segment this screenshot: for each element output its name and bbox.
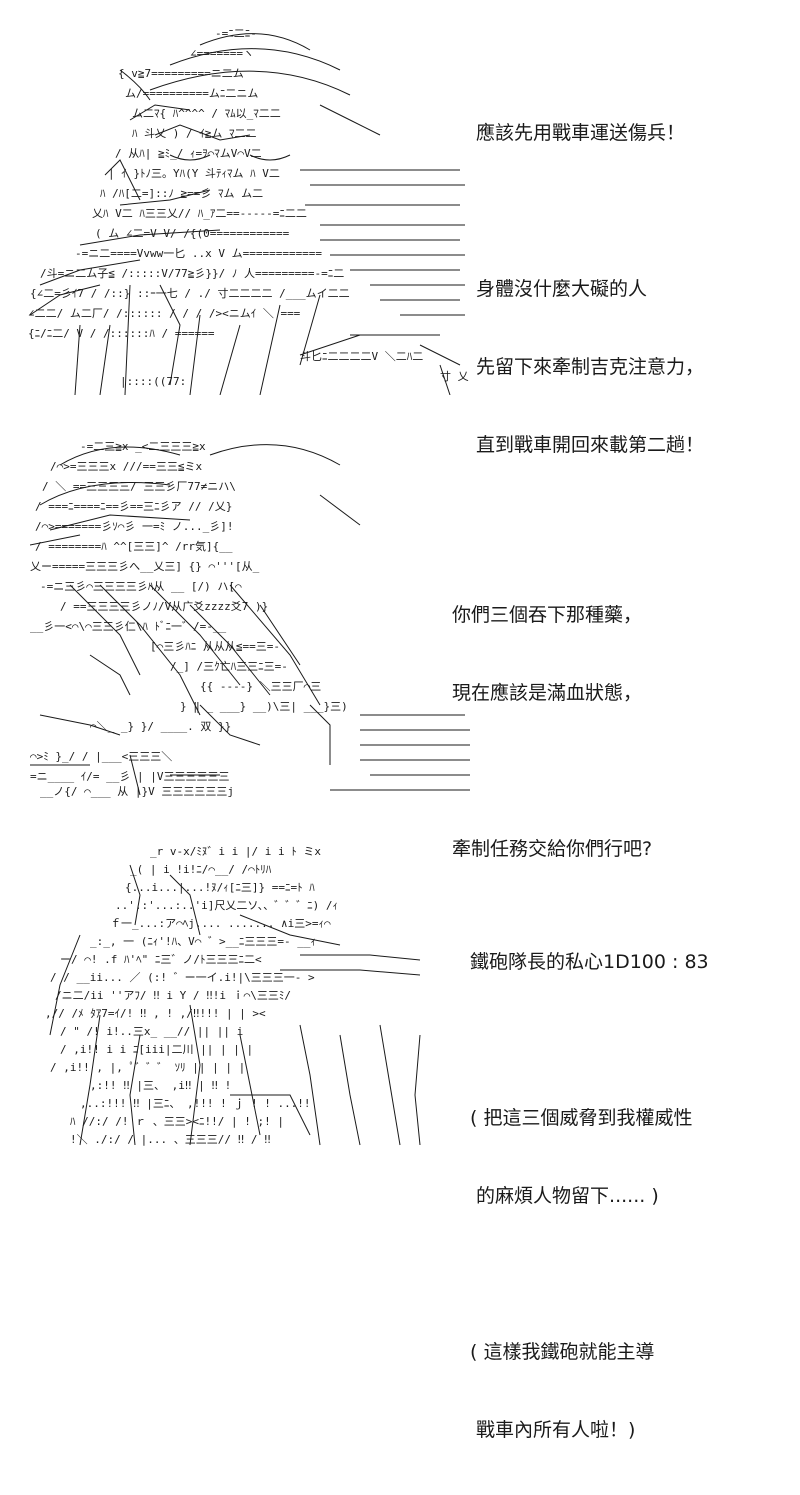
svg-text:-=ニ三彡⌒三三三三彡ﾊ从 __ [/) ハ[⌒: -=ニ三彡⌒三三三三彡ﾊ从 __ [/) ハ[⌒ (40, 580, 242, 593)
svg-text:,:!! ‼ |三、 ,i‼ | ‼ !: ,:!! ‼ |三、 ,i‼ | ‼ ! (90, 1079, 231, 1092)
caption-line: 應該先用戰車運送傷兵！ (476, 122, 686, 144)
svg-text:{∠二=彡ｲ7 / /::} ::ｰ一七 / ./ 寸二二: {∠二=彡ｲ7 / /::} ::ｰ一七 / ./ 寸二二二二 /___ムイ二二 (30, 286, 350, 300)
svg-text:,..:!!! ‼ |三ﾆ、 ,!!! ! ｊ: ,..:!!! ‼ |三ﾆ、 ,!!! ! ｊ ! ! ...!! (80, 1097, 311, 1110)
ascii-art-drawing: -=ﾆ二ﾆ- ∠=======ヽ { v≧7=========ニ二ム ム/===… (28, 27, 469, 395)
svg-text:} ‖ _ ___} __)\三| ___}三): } ‖ _ ___} __)\三| ___}三) (180, 700, 348, 713)
svg-text:⌒＼_ _} }/ ____. 双 }}: ⌒＼_ _} }/ ____. 双 }} (90, 720, 231, 733)
svg-text:-=二三≧x _<二三三三≧x: -=二三≧x _<二三三三≧x (80, 440, 206, 453)
svg-text:-=ﾆ二ﾆ-: -=ﾆ二ﾆ- (215, 27, 257, 40)
caption-line (470, 1027, 709, 1053)
caption-line: 現在應該是滿血狀態， (452, 682, 643, 704)
svg-text:乂ﾊ V二 ﾊ三三乂// ﾊ_ｱ二==-----=ﾆ二: 乂ﾊ V二 ﾊ三三乂// ﾊ_ｱ二==-----=ﾆ二二 (92, 207, 307, 220)
svg-text:ー/ ⌒! .f ﾊ'ﾍ" ﾆ三゛ノ/ﾄ三三三ﾆ二<: ー/ ⌒! .f ﾊ'ﾍ" ﾆ三゛ノ/ﾄ三三三ﾆ二< (60, 953, 262, 966)
svg-text:⌒>ﾐ }_/ / |___<三三三＼: ⌒>ﾐ }_/ / |___<三三三＼ (30, 750, 172, 763)
svg-text:_r v-x/ﾐﾇ゛i i |/ i i ﾄ ミx: _r v-x/ﾐﾇ゛i i |/ i i ﾄ ミx (150, 845, 321, 858)
svg-text:,// /ﾒ ﾀｱ7=ｲ/! ‼ , ! ,/‼: ,// /ﾒ ﾀｱ7=ｲ/! ‼ , ! ,/‼!!! | | >< (45, 1007, 266, 1020)
svg-text:_:_, 一 (ﾆｨ'!ﾊ、V⌒ ゛>__ﾆ三三三=-: _:_, 一 (ﾆｨ'!ﾊ、V⌒ ゛>__ﾆ三三三=- __ｨ (90, 935, 316, 948)
ascii-art-character-with-helmet: -=ﾆ二ﾆ- ∠=======ヽ { v≧7=========ニ二ム ム/===… (20, 25, 470, 395)
svg-text:{{ ----} ＼三三厂⌒三: {{ ----} ＼三三厂⌒三 (200, 680, 321, 693)
svg-text:..'.:'...:..'i]尺乂二ソ、、゛゛゛ﾆ) /ｨ: ..'.:'...:..'i]尺乂二ソ、、゛゛゛ﾆ) /ｨ (115, 899, 338, 912)
svg-text:/ ==三三三三彡ノﾉ/V从广爻zzzz爻7 )}: / ==三三三三彡ノﾉ/V从广爻zzzz爻7 )} (60, 600, 268, 613)
svg-text:/ ,i!! , |, ﾟ゛゛゛ ｿﾘ: / ,i!! , |, ﾟ゛゛゛ ｿﾘ || | | | (50, 1061, 245, 1074)
ascii-art-drawing: -=二三≧x _<二三三三≧x /⌒>=三三三x ///==三三≦ミx / ＼ … (30, 440, 470, 798)
svg-text:/⌒>=======彡ｿ⌒彡 一=ﾐ ノ..._彡]!: /⌒>=======彡ｿ⌒彡 一=ﾐ ノ..._彡]! (35, 520, 233, 533)
svg-text:{...i...|...!ﾇ/ｨ[ﾆ三]} ==ﾆ=ﾄ ﾊ: {...i...|...!ﾇ/ｨ[ﾆ三]} ==ﾆ=ﾄ ﾊ (125, 881, 315, 894)
svg-text:∠二二/ ム二厂/ /:::::: / / / />: ∠二二/ ム二厂/ /:::::: / / / /><ニムｲ ＼ === (28, 307, 301, 320)
svg-text:__ノ{/ ⌒___ 从 |}V 三三三三三三j: __ノ{/ ⌒___ 从 |}V 三三三三三三j (40, 785, 234, 798)
panel-1: -=ﾆ二ﾆ- ∠=======ヽ { v≧7=========ニ二ム ム/===… (0, 0, 800, 456)
svg-text:/ ===ﾆ====ﾆ==彡==三ﾆ彡ア // /乂}: / ===ﾆ====ﾆ==彡==三ﾆ彡ア // /乂} (35, 500, 232, 513)
svg-text:_( | i !i!ﾆ/⌒__/ /⌒ﾄﾘﾊ: _( | i !i!ﾆ/⌒__/ /⌒ﾄﾘﾊ (130, 863, 272, 876)
svg-text:斗匕ﾆ二二二二V ＼二ﾊ二: 斗匕ﾆ二二二二V ＼二ﾊ二 (300, 350, 423, 363)
svg-text:!＼ ./:/ / |... 、三三三//: !＼ ./:/ / |... 、三三三// ‼ / ‼ (70, 1133, 271, 1146)
ascii-art-drawing: _r v-x/ﾐﾇ゛i i |/ i i ﾄ ミx _( | i !i!ﾆ/⌒_… (45, 845, 421, 1146)
caption-line: 牽制任務交給你們行吧? (452, 838, 653, 860)
svg-text:ﾊ /ﾊ[二=]::ﾉ ≧==彡 ﾏム ム二: ﾊ /ﾊ[二=]::ﾉ ≧==彡 ﾏム ム二 (100, 187, 263, 200)
svg-text:寸 乂: 寸 乂 (440, 369, 469, 383)
svg-text:ｆ一_...:ア⌒ﾍj.... ....... ∧i三>: ｆ一_...:ア⌒ﾍj.... ....... ∧i三>=ｨ⌒ (110, 917, 331, 930)
panel-3-caption: 鐵砲隊長的私心1D100 : 83 ( 把這三個威脅到我權威性 的麻煩人物留下.… (470, 897, 709, 1495)
svg-text:/斗=ニ二ム子≦ /:::::V/77≧彡}}/ ﾉ 人==: /斗=ニ二ム子≦ /:::::V/77≧彡}}/ ﾉ 人=========-=ﾆ… (40, 267, 344, 280)
panel-3: _r v-x/ﾐﾇ゛i i |/ i i ﾄ ミx _( | i !i!ﾆ/⌒_… (0, 835, 800, 1441)
svg-text:ﾊ 斗乂 ) / ｲ≧ム ﾏ二二: ﾊ 斗乂 ) / ｲ≧ム ﾏ二二 (132, 127, 256, 140)
svg-text:/⌒>=三三三x ///==三三≦ミx: /⌒>=三三三x ///==三三≦ミx (50, 460, 202, 473)
svg-text:∠=======ヽ: ∠=======ヽ (190, 47, 254, 60)
svg-text:|::::((77:: |::::((77: (120, 375, 186, 388)
caption-line: 鐵砲隊長的私心1D100 : 83 (470, 951, 709, 973)
svg-text:/ ＼ ==三三三三/ 三三彡厂77≠ニハ\: / ＼ ==三三三三/ 三三彡厂77≠ニハ\ (42, 480, 236, 493)
svg-text:/ ,i!! i i ﾆ[iii|二川: / ,i!! i i ﾆ[iii|二川 || | | | (60, 1043, 253, 1056)
svg-text:=ニ____ ｲ/= __彡 | |V三三三三三三: =ニ____ ｲ/= __彡 | |V三三三三三三 (30, 770, 229, 783)
svg-text:-=ニ二====Vvww一匕 ..x V ム=======: -=ニ二====Vvww一匕 ..x V ム============ (75, 247, 322, 260)
ascii-art-captain-laughing: _r v-x/ﾐﾇ゛i i |/ i i ﾄ ミx _( | i !i!ﾆ/⌒_… (40, 835, 440, 1155)
caption-line (452, 758, 652, 784)
svg-text:{ﾆ/ﾆ二/ V / /::::::ﾊ /: {ﾆ/ﾆ二/ V / /::::::ﾊ / ====== (28, 327, 215, 340)
svg-text:/ " /! i!..三x_ __//: / " /! i!..三x_ __// || || i (60, 1025, 243, 1038)
svg-text:( ム ∠二=V V/ /{(0==========: ( ム ∠二=V V/ /{(0============ (95, 227, 290, 240)
svg-text:/ / __ii... ／ (:! ゛ー一イ.i!|\三三: / / __ii... ／ (:! ゛ー一イ.i!|\三三三一- > (50, 971, 315, 984)
caption-line: 身體沒什麼大礙的人 (476, 278, 648, 300)
caption-line: ( 這樣我鐵砲就能主導 (470, 1341, 655, 1363)
caption-line (476, 198, 704, 224)
caption-line: 的麻煩人物留下...... ) (470, 1185, 659, 1207)
svg-text:[⌒三彡ﾊﾆ 从从从≦==三=-: [⌒三彡ﾊﾆ 从从从≦==三=- (150, 640, 280, 653)
svg-text:/ニ二/ii ''アﾌ/ ‼ i Y / ‼!: /ニ二/ii ''アﾌ/ ‼ i Y / ‼!i ｉ⌒\三三ﾐ/ (55, 989, 291, 1002)
caption-line: 戰車內所有人啦！) (470, 1419, 636, 1441)
svg-text:{ v≧7=========ニ二ム: { v≧7=========ニ二ム (118, 67, 244, 80)
svg-text:| ｲ }ﾄﾉ三。Yﾊ(Y 斗ﾃｨﾏム ﾊ V二: | ｲ }ﾄﾉ三。Yﾊ(Y 斗ﾃｨﾏム ﾊ V二 (108, 167, 280, 180)
caption-line: 你們三個吞下那種藥， (452, 604, 643, 626)
svg-text:/ 从ﾊ| ≧ﾐ_/ ｨ=ｦ⌒ﾏムV⌒V二: / 从ﾊ| ≧ﾐ_/ ｨ=ｦ⌒ﾏムV⌒V二 (115, 147, 262, 160)
svg-text:/ ========ﾊ ^^[三三]^ /rr気]{__: / ========ﾊ ^^[三三]^ /rr気]{__ (35, 539, 233, 553)
panel-1-caption: 應該先用戰車運送傷兵！ 身體沒什麼大礙的人 先留下來牽制吉克注意力， 直到戰車開… (476, 68, 704, 510)
svg-text:ﾊ //:/ /! ｒ 、三三><ﾆ!!/ | !: ﾊ //:/ /! ｒ 、三三><ﾆ!!/ | ! ;! | (70, 1115, 284, 1128)
ascii-art-character-with-hat: -=二三≧x _<二三三三≧x /⌒>=三三三x ///==三三≦ミx / ＼ … (30, 435, 475, 805)
svg-text:ム二ﾏ{ ﾊ^^^^ / ﾏﾑ以_ﾏ二二: ム二ﾏ{ ﾊ^^^^ / ﾏﾑ以_ﾏ二二 (132, 107, 281, 120)
caption-line: 先留下來牽制吉克注意力， (476, 356, 705, 378)
caption-line (470, 1261, 709, 1287)
svg-text:__彡一<⌒\⌒三三彡仁\ﾊ ﾄﾞﾆ一゛/=-__: __彡一<⌒\⌒三三彡仁\ﾊ ﾄﾞﾆ一゛/=-__ (30, 620, 226, 633)
svg-text:乂ー=====三三三彡へ__乂三] {} ⌒'''[从_: 乂ー=====三三三彡へ__乂三] {} ⌒'''[从_ (30, 560, 260, 573)
caption-line: 直到戰車開回來載第二趟！ (476, 434, 705, 456)
svg-text:/_] /三ｸ亡ﾊ三三ﾆ三=-: /_] /三ｸ亡ﾊ三三ﾆ三=- (170, 659, 288, 673)
svg-text:ム/==========ムﾆ二ニム: ム/==========ムﾆ二ニム (125, 87, 258, 100)
caption-line: ( 把這三個威脅到我權威性 (470, 1107, 693, 1129)
panel-2-caption: 你們三個吞下那種藥， 現在應該是滿血狀態， 牽制任務交給你們行吧? (452, 550, 652, 914)
panel-2: -=二三≧x _<二三三三≧x /⌒>=三三三x ///==三三≦ミx / ＼ … (0, 430, 800, 860)
